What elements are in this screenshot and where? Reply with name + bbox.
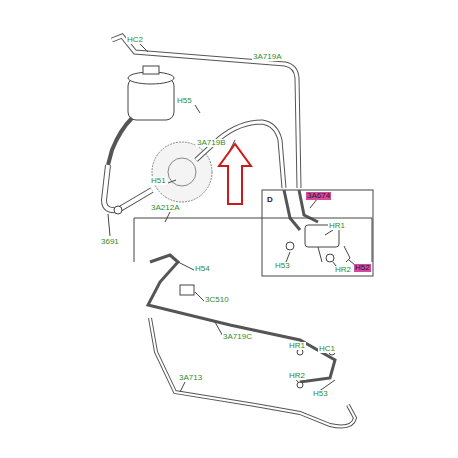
- hose-clamp: [114, 206, 122, 214]
- hose: [104, 165, 152, 210]
- callout-number: HR2: [334, 266, 352, 274]
- callout-number: 3A719B: [196, 139, 226, 147]
- callout-number: HC1: [318, 345, 336, 353]
- hose-inner: [104, 165, 152, 210]
- callout-number: H52: [354, 264, 371, 272]
- highlight-arrow: [219, 144, 251, 204]
- leader-line: [108, 44, 235, 236]
- bolt: [286, 242, 294, 250]
- callout-number: H53: [274, 262, 291, 270]
- reservoir-neck: [143, 66, 159, 74]
- leader-line: [165, 212, 335, 392]
- leader-line: [286, 198, 356, 271]
- callout-number: 3A719A: [252, 53, 282, 61]
- callout-number: HC2: [126, 36, 144, 44]
- callout-number: H53: [312, 390, 329, 398]
- reservoir-hose: [108, 118, 132, 165]
- callout-number: 3691: [100, 238, 120, 246]
- callout-number: HR2: [288, 372, 306, 380]
- callout-number: HR1: [288, 342, 306, 350]
- callout-number: H54: [194, 265, 211, 273]
- callout-number: 3A719C: [222, 333, 253, 341]
- pipe-3A713: [150, 318, 355, 426]
- bolt: [326, 254, 334, 262]
- pipe-3A713-inner: [150, 318, 355, 426]
- callout-number: D: [266, 196, 274, 204]
- callout-number: 3A713: [178, 374, 203, 382]
- clip: [297, 382, 303, 388]
- callout-number: H55: [176, 97, 193, 105]
- callout-number: 3A674: [306, 192, 331, 200]
- sensor-3C510: [180, 285, 194, 295]
- callout-number: HR1: [328, 222, 346, 230]
- callout-number: 3C510: [204, 296, 230, 304]
- callout-number: H51: [150, 177, 167, 185]
- clip: [318, 246, 350, 262]
- callout-number: 3A212A: [150, 204, 180, 212]
- pipe-3A719C: [148, 255, 335, 382]
- inset-frame: [262, 190, 373, 276]
